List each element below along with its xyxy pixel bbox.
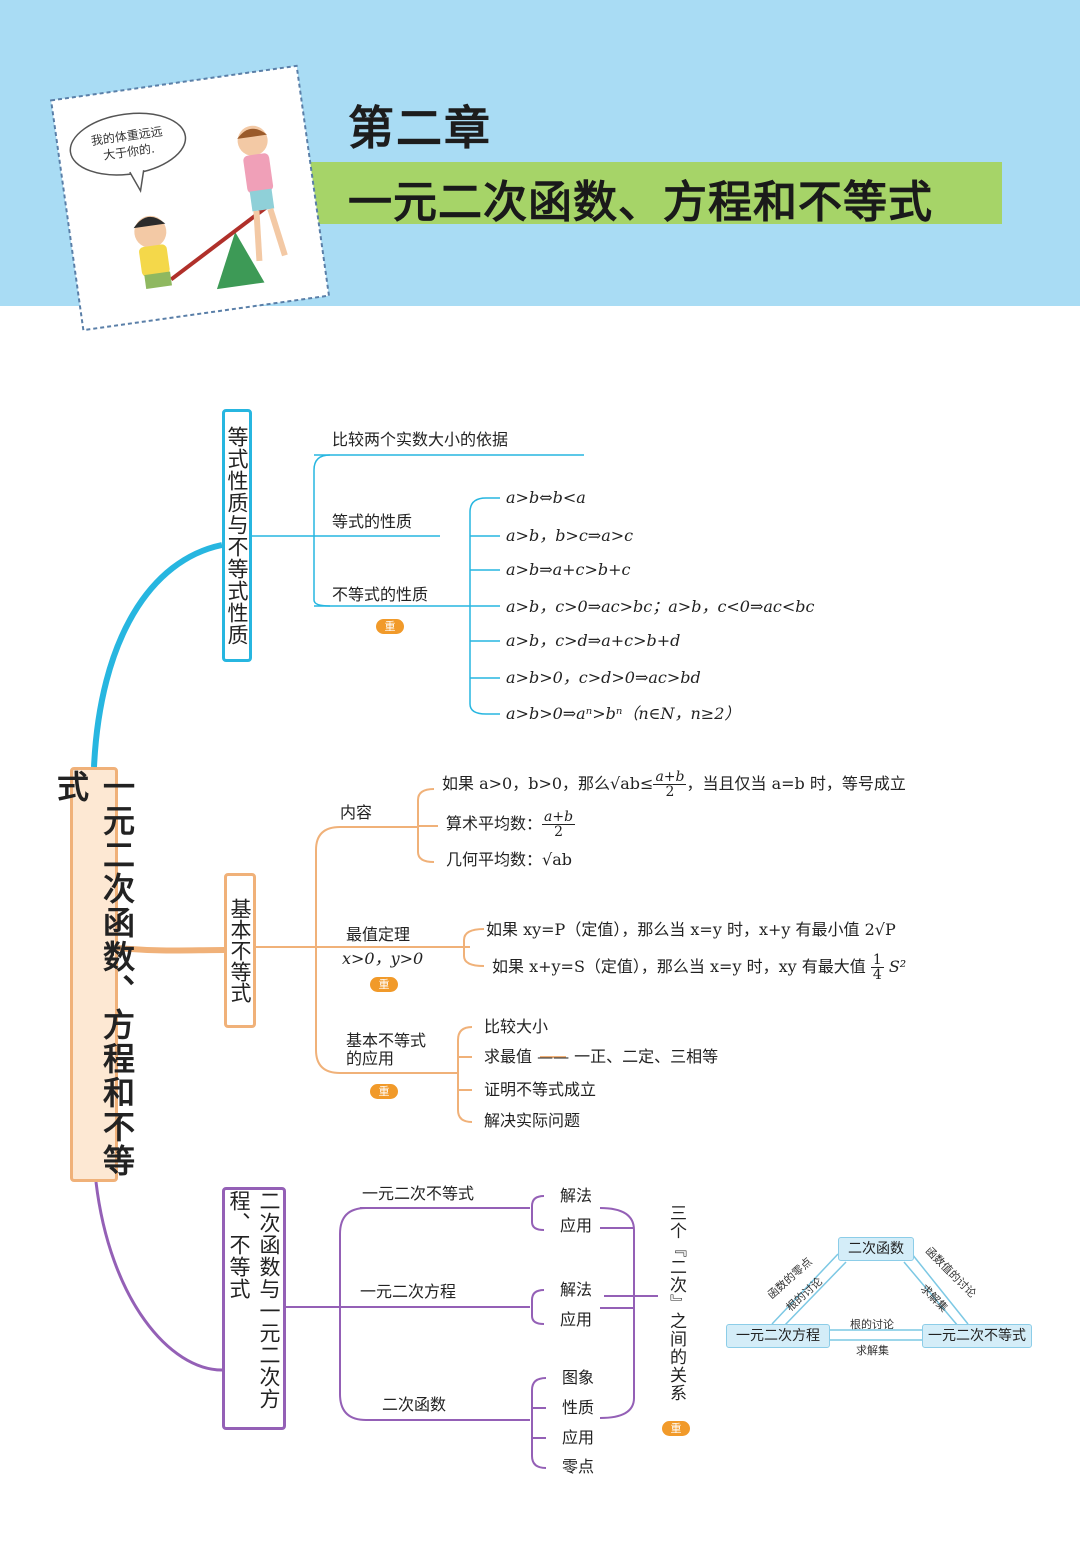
b2-item-apply: 应用 xyxy=(560,1310,593,1329)
seesaw-fulcrum xyxy=(216,232,265,290)
prop-1: a>b⇔b<a xyxy=(506,488,586,507)
prop-2: a>b，b>c⇒a>c xyxy=(506,526,634,545)
chapter-label: 第二章 xyxy=(348,101,492,155)
cartoon-illustration: 我的体重远远 大于你的. xyxy=(49,64,331,332)
app-item-4: 解决实际问题 xyxy=(484,1111,581,1130)
b3-item-zero: 零点 xyxy=(562,1457,595,1476)
b1-item-solve: 解法 xyxy=(560,1186,593,1205)
b3-item-property: 性质 xyxy=(562,1398,595,1417)
node-quadratic-equation: 一元二次方程 xyxy=(726,1324,830,1348)
node-quadratic-function: 二次函数 xyxy=(838,1237,914,1261)
node-quadratic-inequality: 一元二次不等式 xyxy=(922,1324,1032,1348)
key-badge: 重 xyxy=(370,977,398,992)
key-badge: 重 xyxy=(370,1084,398,1099)
b2-item-solve: 解法 xyxy=(560,1280,593,1299)
b3-item-apply: 应用 xyxy=(562,1428,595,1447)
app-item-1: 比较大小 xyxy=(484,1017,549,1036)
branch-quadratic-inequality: 一元二次不等式 xyxy=(362,1184,475,1203)
chapter-title: 一元二次函数、方程和不等式 xyxy=(348,177,933,228)
application-label: 基本不等式的应用 xyxy=(346,1031,427,1068)
inequality-props-label: 不等式的性质 xyxy=(332,585,429,604)
extreme-condition: x>0，y>0 xyxy=(342,949,424,968)
app-item-3: 证明不等式成立 xyxy=(484,1080,597,1099)
prop-4: a>b，c>0⇒ac>bc；a>b，c<0⇒ac<bc xyxy=(506,597,815,616)
equality-props-label: 等式的性质 xyxy=(332,512,413,531)
key-badge: 重 xyxy=(376,619,404,634)
section2-title: 基本不等式 xyxy=(224,873,256,1028)
three-quadratics-relation: 三个『二次』之间的关系 xyxy=(666,1204,686,1402)
main-topic-box: 一元二次函数、方程和不等式 xyxy=(52,767,136,1182)
prop-5: a>b，c>d⇒a+c>b+d xyxy=(506,631,681,650)
section3-title: 二次函数与一元二次方程、不等式 xyxy=(222,1187,286,1430)
branch-quadratic-function: 二次函数 xyxy=(382,1395,447,1414)
content-1-tail: ，当且仅当 a=b 时，等号成立 xyxy=(686,774,906,793)
b1-item-apply: 应用 xyxy=(560,1216,593,1235)
prop-7: a>b>0⇒aⁿ>bⁿ（n∈N，n≥2） xyxy=(506,704,741,723)
content-item-3: 几何平均数：√ab xyxy=(446,850,572,869)
content-label: 内容 xyxy=(340,803,373,822)
prop-6: a>b>0，c>d>0⇒ac>bd xyxy=(506,668,701,687)
edge-label-root-bottom: 根的讨论 xyxy=(850,1318,894,1331)
extreme-item-1: 如果 xy=P（定值），那么当 x=y 时，x+y 有最小值 2√P xyxy=(486,920,896,939)
content-1-text: 如果 a>0，b>0，那么√ab≤ xyxy=(442,774,654,793)
app-item-2: 求最值 —— 一正、二定、三相等 xyxy=(484,1047,719,1066)
key-badge: 重 xyxy=(662,1421,690,1436)
section1-title: 等式性质与不等式性质 xyxy=(222,409,252,662)
edge-label-solution-bottom: 求解集 xyxy=(856,1344,889,1357)
title-bar xyxy=(280,162,1002,224)
svg-text:大于你的.: 大于你的. xyxy=(102,141,155,163)
branch-quadratic-equation: 一元二次方程 xyxy=(360,1282,457,1301)
prop-3: a>b⇒a+c>b+c xyxy=(506,560,631,579)
b3-item-graph: 图象 xyxy=(562,1368,595,1387)
extreme-theorem-label: 最值定理 xyxy=(346,925,411,944)
compare-basis-label: 比较两个实数大小的依据 xyxy=(332,430,509,449)
